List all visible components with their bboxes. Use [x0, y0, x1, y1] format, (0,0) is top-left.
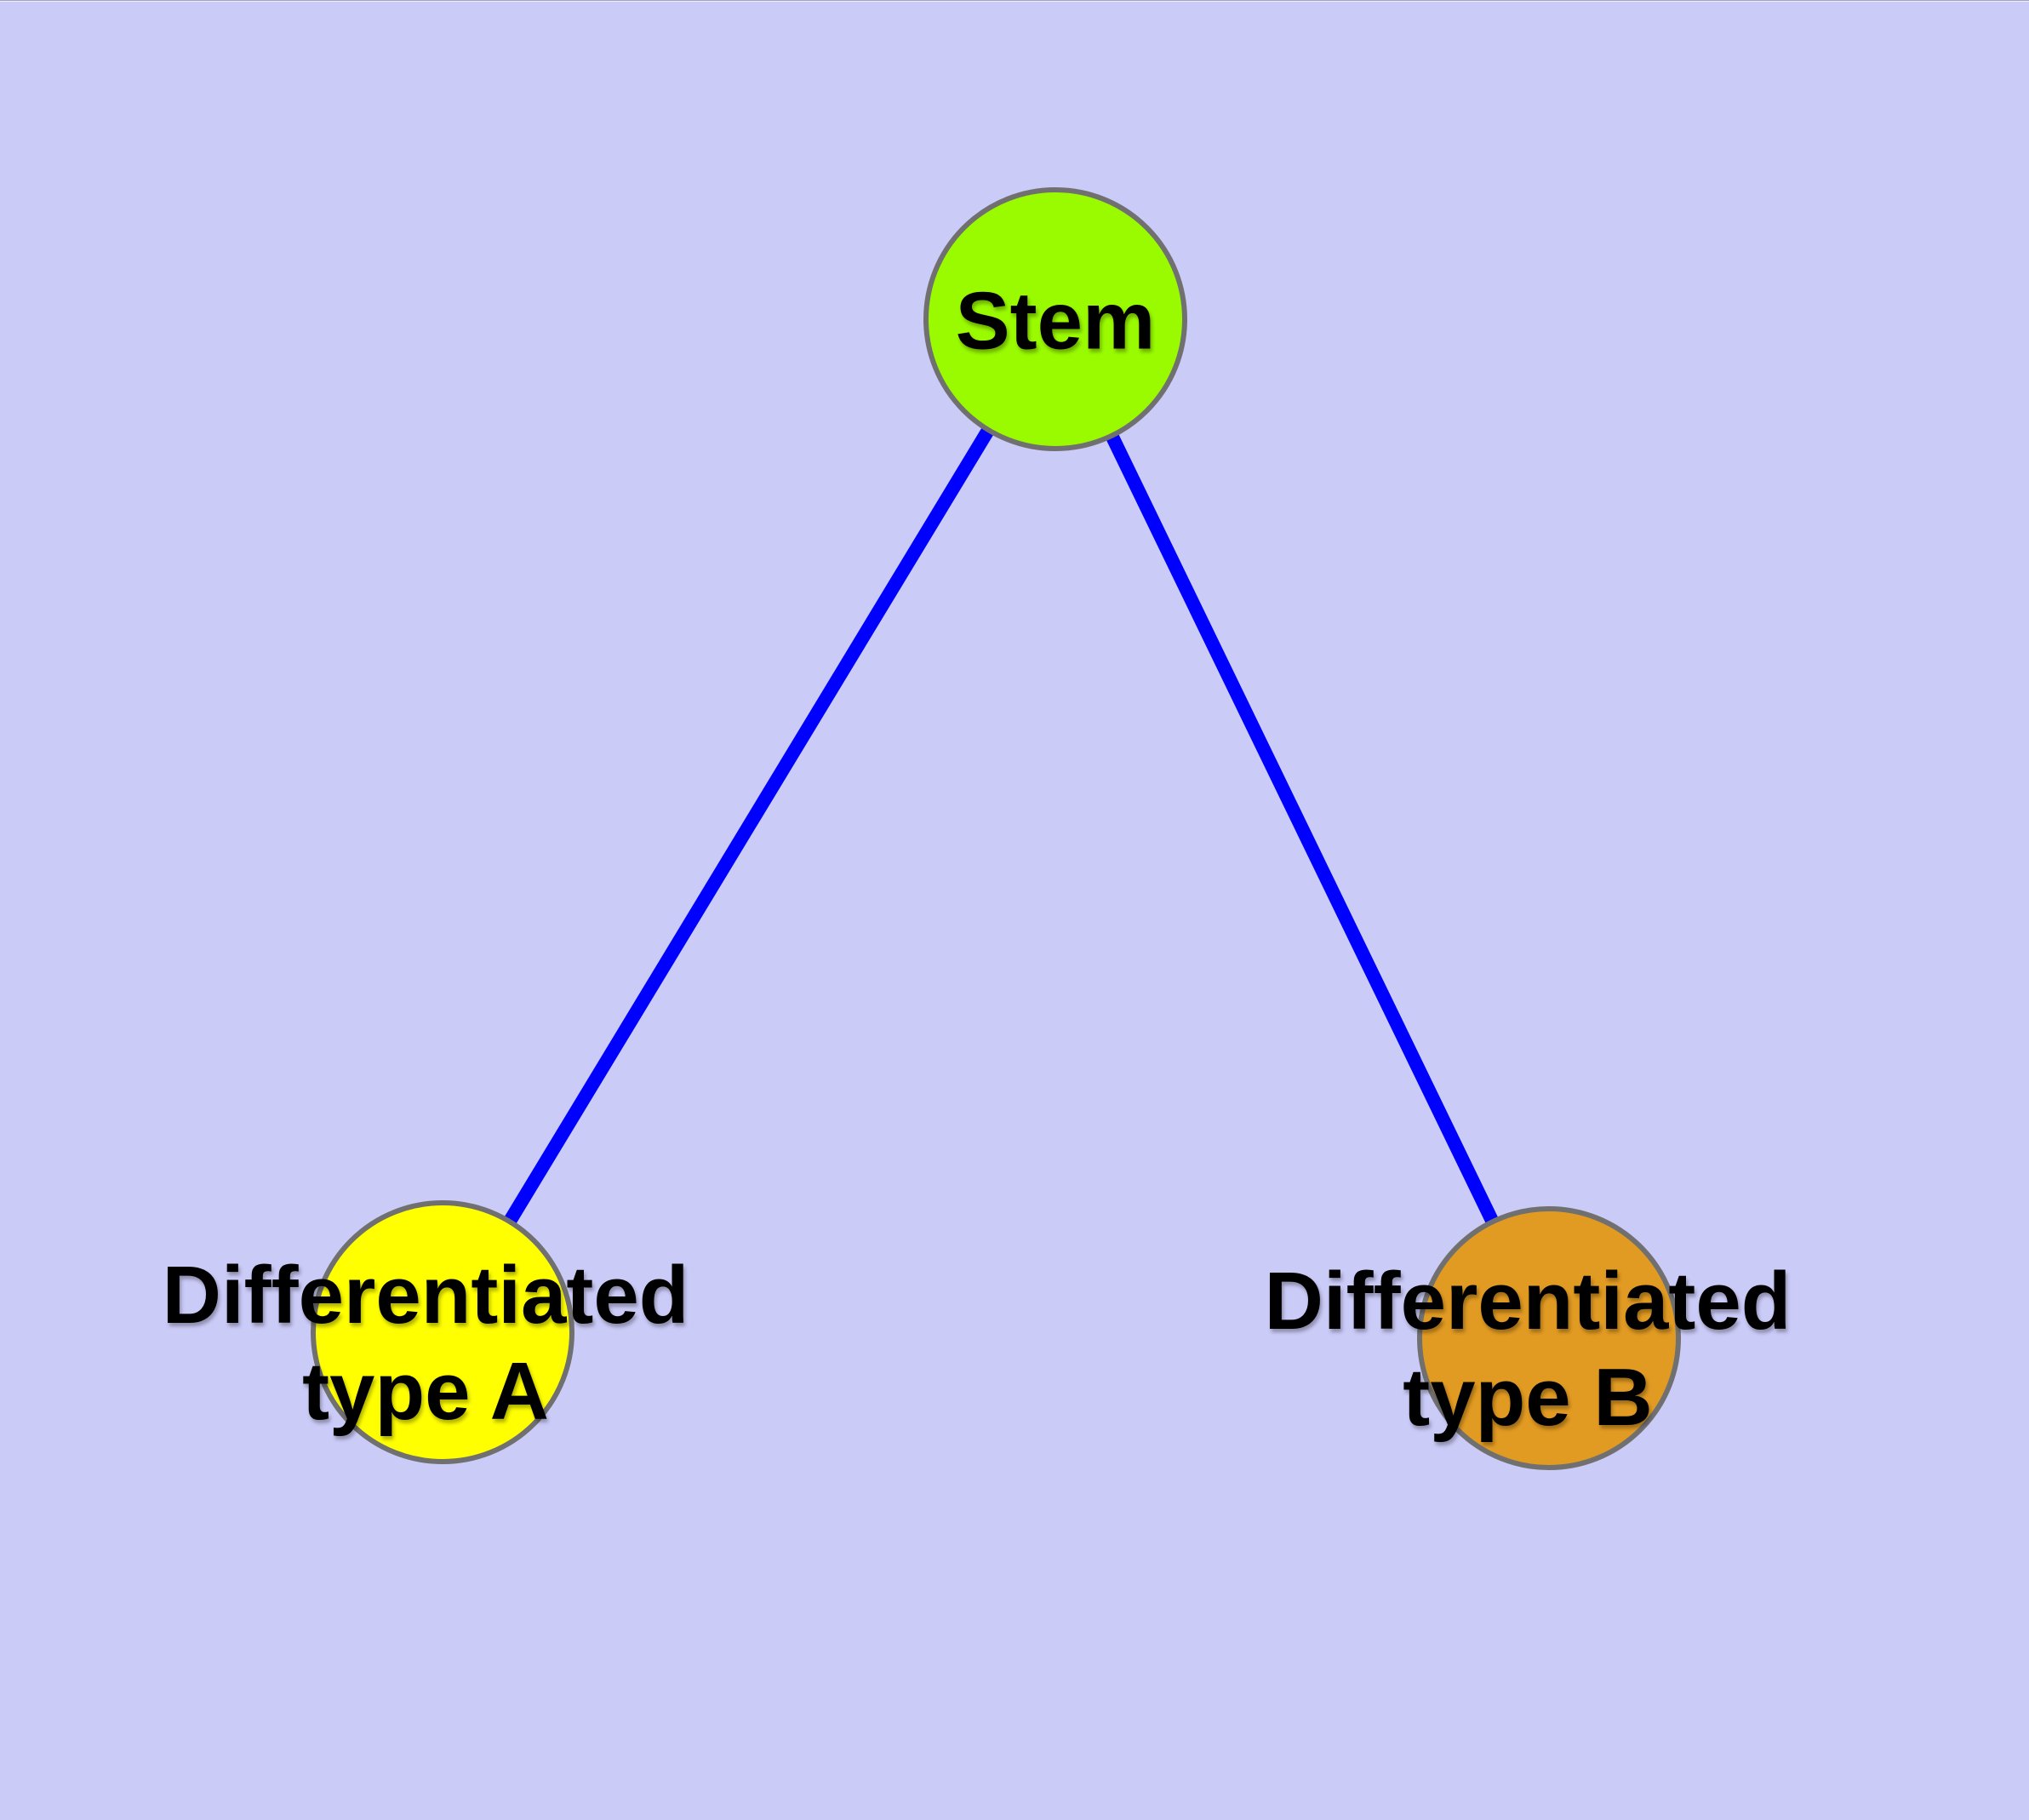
- node-type-a-circle: [311, 1200, 574, 1464]
- edge-stem-to-type-b: [1049, 316, 1556, 1342]
- edge-stem-to-type-a: [437, 315, 1061, 1336]
- node-type-b-circle: [1417, 1206, 1681, 1470]
- window-top-edge-artifact: [0, 0, 2029, 2]
- node-stem-circle: [923, 187, 1187, 451]
